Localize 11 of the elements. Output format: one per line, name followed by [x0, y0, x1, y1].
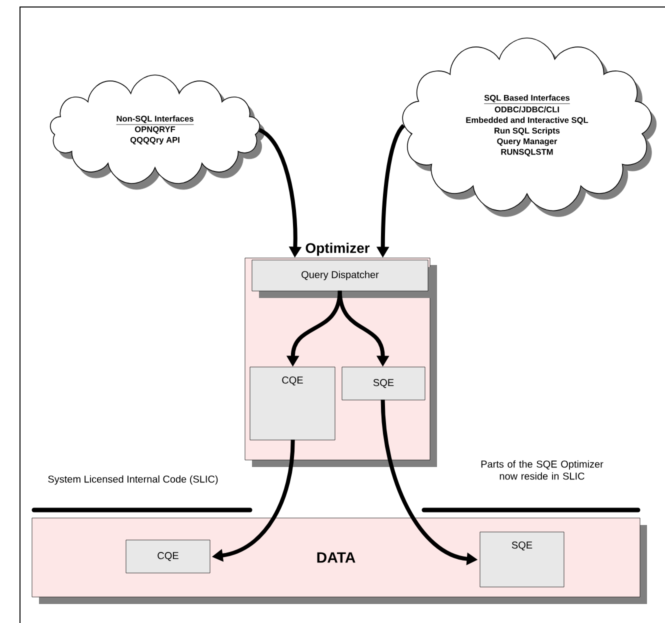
- cloud: SQL Based Interfaces ODBC/JDBC/CLI Embedded and Interactive SQL Run SQL Scripts Query Manager RUNSQLSTM: [402, 38, 657, 217]
- node-label: Query Dispatcher: [302, 270, 379, 280]
- note-text: System Licensed Internal Code (SLIC): [48, 475, 218, 485]
- note-text: Parts of the SQE Optimizer now reside in SLIC: [481, 460, 604, 480]
- box: Query Dispatcher: [252, 260, 435, 298]
- box: CQE: [126, 540, 210, 574]
- box: CQE: [250, 366, 336, 440]
- box: SQE: [342, 366, 426, 400]
- box: SQE: [480, 532, 564, 588]
- cloud: Non-SQL Interfaces OPNQRYF QQQQry API: [50, 74, 265, 190]
- node-label: Optimizer: [306, 242, 370, 256]
